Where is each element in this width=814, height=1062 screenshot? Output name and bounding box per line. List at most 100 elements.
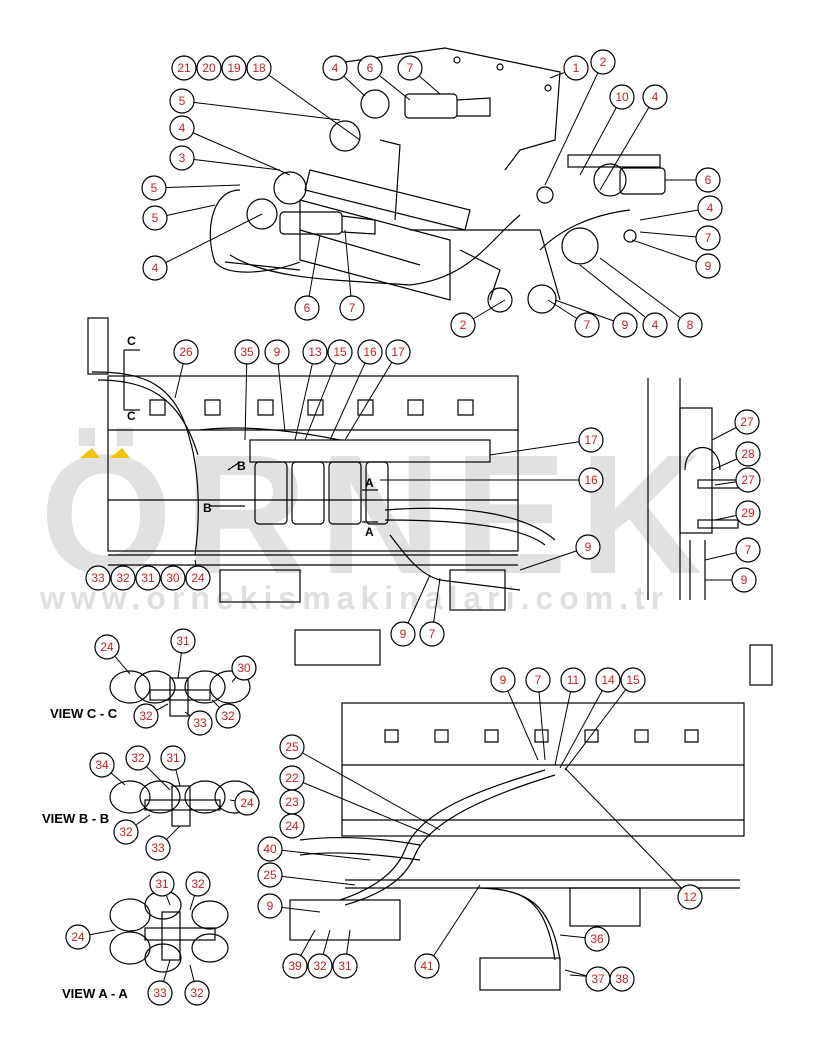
callout-balloon <box>171 55 197 81</box>
callout-number: 9 <box>622 318 629 332</box>
callout-balloon <box>560 667 586 693</box>
callout-number: 25 <box>263 868 277 882</box>
callout-balloon <box>390 621 416 647</box>
leader-line <box>269 848 371 861</box>
callout-number: 31 <box>141 571 155 585</box>
callout-number: 9 <box>705 259 712 273</box>
section-label-a-top: A <box>365 476 374 490</box>
callout-balloon <box>187 710 213 736</box>
callout-balloon <box>525 667 551 693</box>
callout-number: 8 <box>687 318 694 332</box>
callout-balloon <box>590 49 616 75</box>
leader-line <box>559 679 609 769</box>
callout-balloon <box>142 255 168 281</box>
callout-balloon <box>609 966 635 992</box>
callout-balloon <box>185 565 211 591</box>
frame-member <box>304 169 471 231</box>
lower-frame <box>341 702 745 837</box>
callout-number: 38 <box>615 972 629 986</box>
callout-balloon <box>735 441 761 467</box>
callout-number: 7 <box>745 543 752 557</box>
callout-number: 7 <box>584 318 591 332</box>
leader-line <box>599 96 656 191</box>
callout-number: 4 <box>652 90 659 104</box>
valve-manifold <box>249 439 491 463</box>
callout-number: 7 <box>535 673 542 687</box>
callout-number: 39 <box>288 959 302 973</box>
callout-number: 7 <box>429 627 436 641</box>
callout-number: 7 <box>349 301 356 315</box>
callout-balloon <box>734 409 760 435</box>
callout-balloon <box>357 55 383 81</box>
callout-number: 18 <box>252 61 266 75</box>
callout-balloon <box>142 205 168 231</box>
callout-number: 26 <box>179 345 193 359</box>
callout-number: 1 <box>573 61 580 75</box>
callout-balloon <box>257 836 283 862</box>
callout-balloon <box>595 667 621 693</box>
callout-number: 6 <box>367 61 374 75</box>
callout-number: 31 <box>338 959 352 973</box>
callout-balloon <box>169 88 195 114</box>
leader-line <box>631 239 709 267</box>
callout-number: 32 <box>221 709 235 723</box>
callout-number: 16 <box>584 473 598 487</box>
callout-number: 36 <box>590 932 604 946</box>
callout-number: 32 <box>139 709 153 723</box>
callout-balloon <box>141 175 167 201</box>
callout-number: 32 <box>313 959 327 973</box>
callout-number: 4 <box>179 121 186 135</box>
leader-line <box>537 679 546 761</box>
callout-balloon <box>695 225 721 251</box>
section-label-b-bottom: B <box>203 501 212 515</box>
callout-balloon <box>339 295 365 321</box>
leader-line <box>304 351 341 441</box>
callout-balloon <box>677 312 703 338</box>
callout-balloon <box>221 55 247 81</box>
main-frame <box>107 375 519 552</box>
callout-balloon <box>677 884 703 910</box>
callout-balloon <box>160 565 186 591</box>
leader-line <box>181 157 281 171</box>
callout-number: 6 <box>304 301 311 315</box>
callout-balloon <box>307 953 333 979</box>
callout-number: 30 <box>166 571 180 585</box>
leader-line <box>291 746 441 831</box>
callout-number: 27 <box>741 473 755 487</box>
callout-number: 2 <box>600 55 607 69</box>
callout-number: 5 <box>151 181 158 195</box>
callout-number: 32 <box>131 751 145 765</box>
mounting-plate <box>344 47 561 171</box>
callout-number: 27 <box>740 415 754 429</box>
callout-number: 28 <box>741 447 755 461</box>
callout-number: 21 <box>177 61 191 75</box>
leader-line <box>344 229 353 309</box>
callout-balloon <box>282 953 308 979</box>
callout-balloon <box>215 703 241 729</box>
callout-balloon <box>735 467 761 493</box>
leader-line <box>344 351 399 441</box>
leader-line <box>269 874 356 886</box>
callout-number: 7 <box>407 61 414 75</box>
view-b-b-label: VIEW B - B <box>42 811 110 826</box>
callout-balloon <box>357 339 383 365</box>
callout-balloon <box>695 253 721 279</box>
callout-number: 24 <box>71 930 85 944</box>
callout-balloon <box>173 339 199 365</box>
callout-balloon <box>85 565 111 591</box>
leader-line <box>554 679 574 766</box>
leader-line <box>599 257 691 326</box>
callout-number: 15 <box>626 673 640 687</box>
callout-number: 29 <box>741 506 755 520</box>
callout-number: 24 <box>240 796 254 810</box>
callout-balloon <box>89 752 115 778</box>
callout-balloon <box>332 953 358 979</box>
callout-balloon <box>490 667 516 693</box>
leader-line <box>579 96 623 176</box>
callout-balloon <box>184 980 210 1006</box>
callout-balloon <box>450 312 476 338</box>
callout-balloon <box>170 628 196 654</box>
section-label-c-top: C <box>127 334 136 348</box>
callout-balloon <box>735 500 761 526</box>
